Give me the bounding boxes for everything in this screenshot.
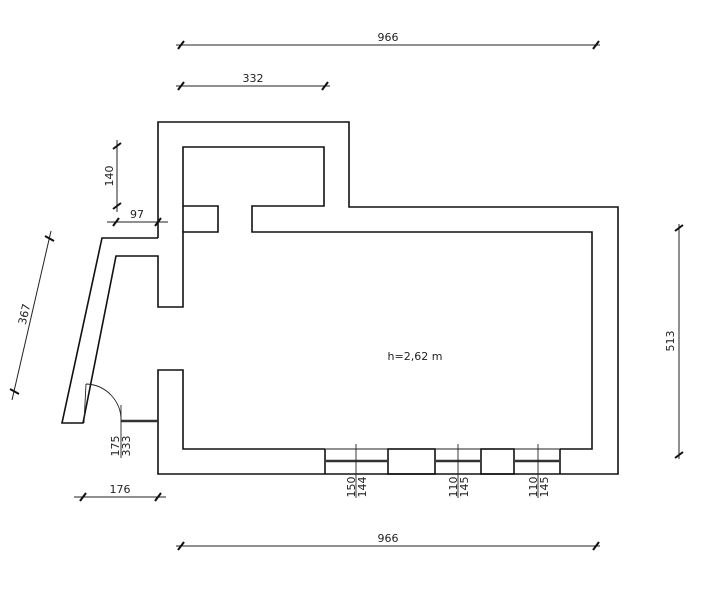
dim-left-diagonal: 367	[16, 303, 33, 326]
window-1-height: 144	[356, 477, 369, 498]
window-3-width: 110	[527, 477, 540, 498]
dim-top-total: 966	[378, 31, 399, 44]
dim-top-partial: 332	[243, 72, 264, 85]
door-width: 175	[109, 436, 122, 457]
window-1-width: 150	[345, 477, 358, 498]
bottom-openings	[324, 444, 561, 498]
entry-door	[83, 383, 158, 458]
dim-small-vertical: 140	[103, 166, 116, 187]
window-2-width: 110	[447, 477, 460, 498]
dimension-lines	[9, 40, 684, 551]
window-3-height: 145	[538, 477, 551, 498]
dim-bottom-left: 176	[110, 483, 131, 496]
door-height: 333	[120, 436, 133, 457]
dim-small-horizontal: 97	[130, 208, 144, 221]
ceiling-height-label: h=2,62 m	[388, 350, 443, 363]
walls	[61, 121, 619, 475]
dim-right-height: 513	[664, 331, 677, 352]
window-2-height: 145	[458, 477, 471, 498]
dim-bottom-total: 966	[378, 532, 399, 545]
